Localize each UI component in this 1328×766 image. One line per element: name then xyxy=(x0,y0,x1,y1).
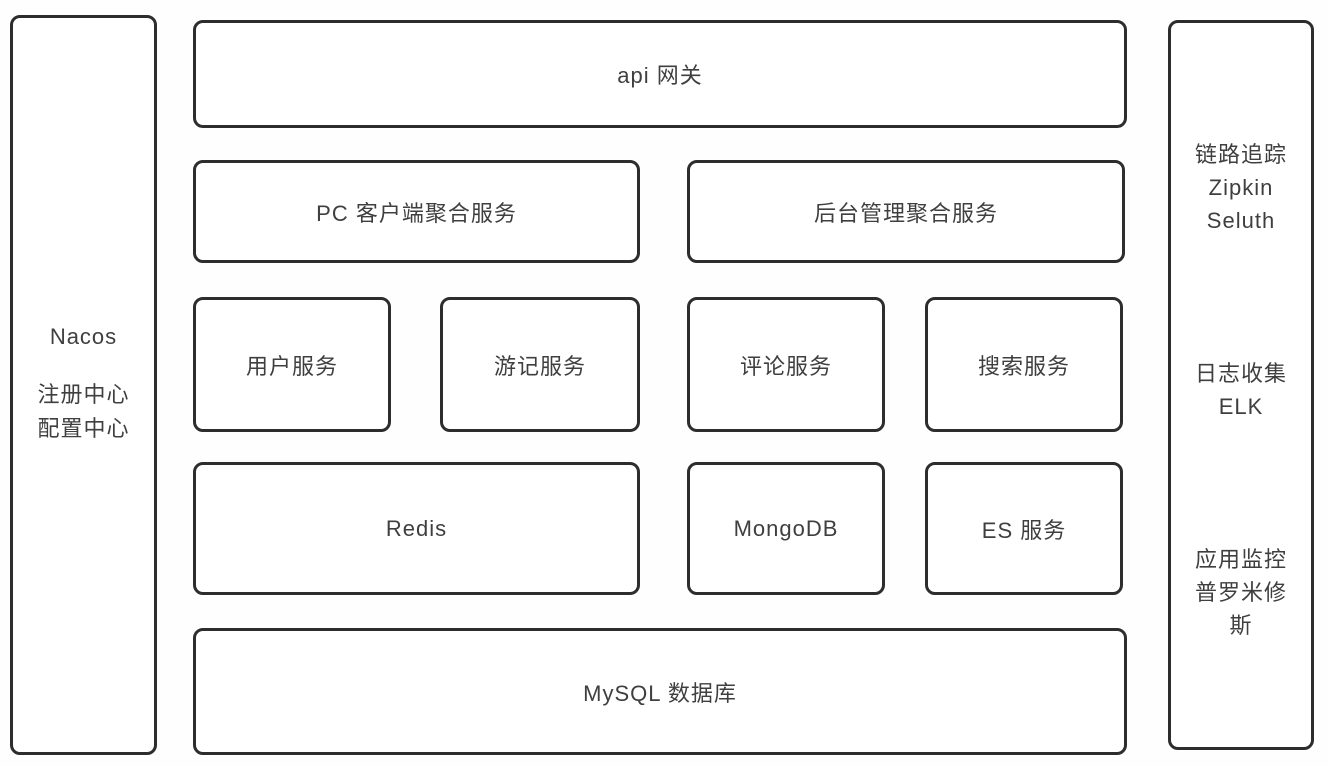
nacos-title: Nacos xyxy=(49,324,118,349)
observability-panel: 链路追踪 Zipkin Seluth 日志收集 ELK 应用监控 普罗米修斯 xyxy=(1168,20,1314,750)
tracing-zipkin-label: Zipkin xyxy=(1208,175,1274,200)
travel-journal-service-box: 游记服务 xyxy=(440,297,640,432)
comment-service-box: 评论服务 xyxy=(687,297,885,432)
monitoring-title: 应用监控 xyxy=(1194,547,1287,572)
search-service-box: 搜索服务 xyxy=(925,297,1123,432)
mongodb-label: MongoDB xyxy=(733,515,839,541)
comment-service-label: 评论服务 xyxy=(739,353,832,379)
monitoring-prometheus-label: 普罗米修斯 xyxy=(1194,580,1287,638)
mysql-database-box: MySQL 数据库 xyxy=(193,628,1127,755)
admin-aggregation-service-box: 后台管理聚合服务 xyxy=(687,160,1125,263)
tracing-group: 链路追踪 Zipkin Seluth xyxy=(1195,138,1287,237)
user-service-label: 用户服务 xyxy=(245,353,338,379)
nacos-registry-label: 注册中心 xyxy=(37,382,130,407)
logging-title: 日志收集 xyxy=(1194,361,1287,386)
redis-label: Redis xyxy=(385,515,448,541)
es-service-box: ES 服务 xyxy=(925,462,1123,595)
logging-group: 日志收集 ELK xyxy=(1195,357,1287,423)
search-service-label: 搜索服务 xyxy=(977,353,1070,379)
tracing-sleuth-label: Seluth xyxy=(1206,208,1276,233)
travel-journal-service-label: 游记服务 xyxy=(493,353,586,379)
monitoring-group: 应用监控 普罗米修斯 xyxy=(1193,543,1289,642)
mysql-database-label: MySQL 数据库 xyxy=(583,680,737,706)
nacos-panel: Nacos 注册中心 配置中心 xyxy=(10,15,157,755)
redis-box: Redis xyxy=(193,462,640,595)
user-service-box: 用户服务 xyxy=(193,297,391,432)
nacos-config-label: 配置中心 xyxy=(37,416,130,441)
api-gateway-label: api 网关 xyxy=(617,63,703,88)
es-service-label: ES 服务 xyxy=(981,517,1067,543)
logging-elk-label: ELK xyxy=(1218,394,1264,419)
admin-aggregation-service-label: 后台管理聚合服务 xyxy=(813,200,998,226)
pc-client-aggregation-service-box: PC 客户端聚合服务 xyxy=(193,160,640,263)
pc-client-aggregation-service-label: PC 客户端聚合服务 xyxy=(316,200,517,226)
mongodb-box: MongoDB xyxy=(687,462,885,595)
tracing-title: 链路追踪 xyxy=(1194,142,1287,167)
api-gateway-box: api 网关 xyxy=(193,20,1127,128)
